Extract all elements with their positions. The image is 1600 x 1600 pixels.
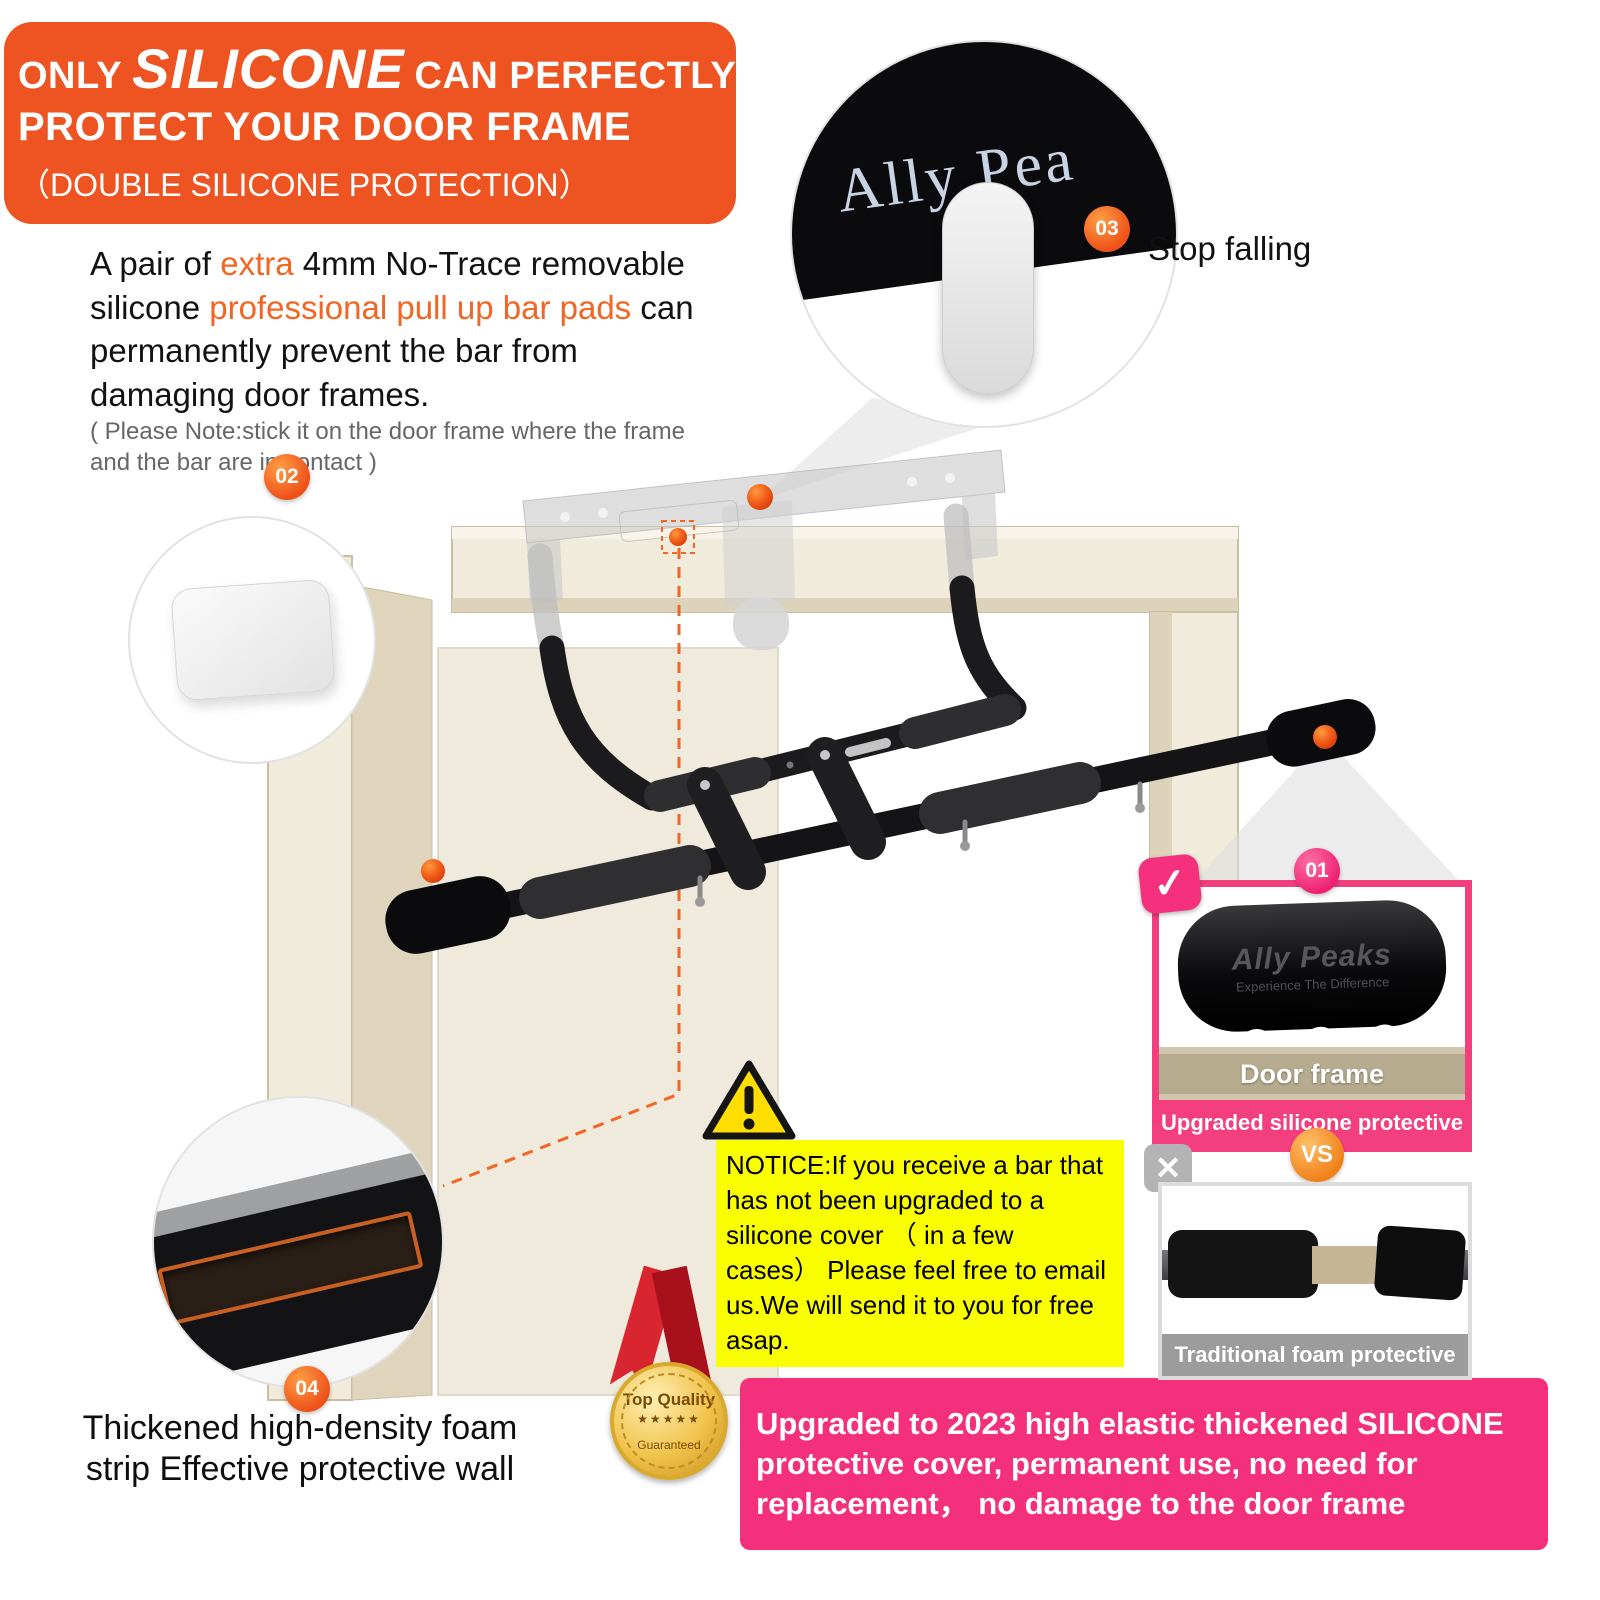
callout04-magnifier: [152, 1096, 444, 1388]
callout04-caption: Thickened high-density foam strip Effect…: [28, 1408, 572, 1491]
warning-icon: [702, 1060, 796, 1140]
badge-04: 04: [284, 1366, 330, 1412]
worn-spot: [1312, 1246, 1382, 1284]
headline-subtitle: （DOUBLE SILICONE PROTECTION）: [18, 167, 591, 203]
door-frame: [267, 526, 1239, 1401]
foam-chunk: [1168, 1230, 1318, 1298]
door-frame-label: Door frame: [1159, 1054, 1465, 1094]
dashed-guide-line: [442, 548, 681, 1188]
traditional-caption: Traditional foam protective: [1162, 1334, 1468, 1376]
badge-02: 02: [264, 454, 310, 500]
headline-post: CAN PERFECTLY: [414, 55, 737, 97]
medal-ring: [621, 1373, 717, 1469]
check-icon: ✓: [1137, 853, 1203, 915]
intro-seg2-highlight: extra: [220, 245, 294, 282]
headline-pre: ONLY: [18, 55, 123, 97]
headline-line2: PROTECT YOUR DOOR FRAME: [18, 105, 632, 149]
grip-finger-notch: [1238, 1028, 1276, 1047]
foam-chunk: [1373, 1225, 1467, 1301]
foam-strip-channel: [157, 1210, 424, 1326]
callout04-caption-line1: Thickened high-density foam: [82, 1409, 518, 1447]
medal-coin: Top Quality ★★★★★ Guaranteed: [610, 1362, 728, 1480]
headline-line1: ONLY SILICONE CAN PERFECTLY: [18, 36, 736, 101]
silicone-pad: [170, 578, 336, 702]
silicone-hook-tongue: [733, 598, 789, 650]
traditional-foam-image: [1162, 1186, 1468, 1334]
intro-seg3: 4mm No-Trace removable silicone: [90, 245, 685, 326]
pull-up-bar: [385, 503, 1376, 954]
grip-finger-notch: [1302, 1026, 1340, 1047]
grip-tagline-text: Experience The Difference: [1235, 973, 1390, 995]
intro-seg1: A pair of: [90, 245, 221, 282]
intro-note: ( Please Note:stick it on the door frame…: [90, 418, 685, 477]
intro-seg5: can permanently prevent the bar from dam…: [90, 288, 694, 413]
silicone-end-cap-left: [385, 876, 511, 954]
vs-badge: VS: [1290, 1128, 1344, 1182]
grip-finger-notch: [1366, 1023, 1404, 1047]
notice-text: NOTICE:If you receive a bar that has not…: [716, 1140, 1124, 1367]
silicone-grip-image: Ally Peaks Experience The Difference: [1159, 887, 1465, 1047]
callout01-box: Ally Peaks Experience The Difference Doo…: [1152, 880, 1472, 1152]
intro-paragraph: A pair of extra 4mm No-Trace removable s…: [90, 242, 720, 416]
funnel-to-callout01: [1192, 737, 1462, 884]
bottom-banner: Upgraded to 2023 high elastic thickened …: [740, 1378, 1548, 1550]
callout02-magnifier: [128, 516, 376, 764]
callout04-caption-line2: strip Effective protective wall: [85, 1450, 515, 1489]
header-banner: ONLY SILICONE CAN PERFECTLY PROTECT YOUR…: [4, 22, 736, 224]
top-quality-medal: Top Quality ★★★★★ Guaranteed: [600, 1268, 740, 1486]
traditional-foam-box: Traditional foam protective: [1158, 1182, 1472, 1380]
silicone-grip: Ally Peaks Experience The Difference: [1175, 898, 1449, 1047]
contact-point-dots: [421, 484, 1337, 883]
badge-01: 01: [1294, 848, 1340, 894]
silicone-hook-pad: [942, 182, 1034, 394]
grip-brand-text: Ally Peaks: [1231, 937, 1393, 977]
badge-03: 03: [1084, 206, 1130, 252]
door-frame-strip: Door frame: [1159, 1047, 1465, 1100]
stop-falling-label: Stop falling: [1148, 230, 1312, 267]
silicone-emphasis: SILICONE: [132, 37, 405, 100]
intro-seg4-highlight: professional pull up bar pads: [209, 288, 632, 326]
